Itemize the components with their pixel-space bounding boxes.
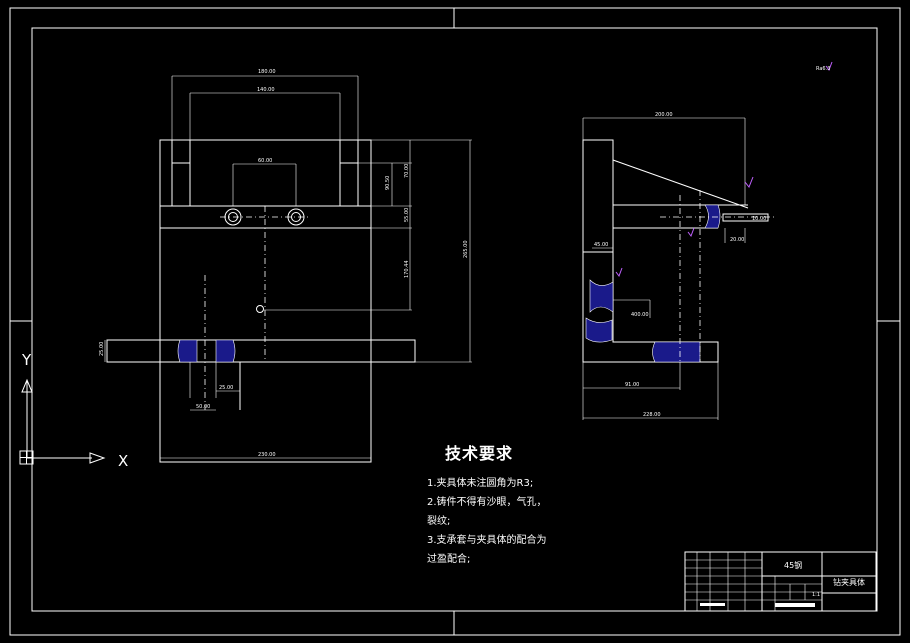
ucs-icon: Y X <box>19 351 128 470</box>
tech-req-line-4: 3.支承套与夹具体的配合为 <box>427 535 547 546</box>
dim-400: 400.00 <box>631 312 649 318</box>
dim-180: 180.00 <box>258 69 276 75</box>
side-view-dim-texts: 200.00 45.00 20.00 400.00 91.00 228.00 1… <box>594 66 830 418</box>
dim-170: 170.44 <box>404 261 410 279</box>
dim-90: 90.50 <box>385 176 391 190</box>
roughness-marks <box>615 61 833 278</box>
title-block-part-name: 钻夹具体 <box>833 578 865 587</box>
dim-20: 20.00 <box>730 237 744 243</box>
dim-25b: 25.00 <box>219 385 233 391</box>
tech-req-line-5: 过盈配合; <box>427 554 471 565</box>
technical-requirements: 技术要求 1.夹具体未注圆角为R3; 2.铸件不得有沙眼，气孔， 裂纹; 3.支… <box>427 440 677 569</box>
title-block-scale: 1:1 <box>812 592 821 598</box>
dim-10: 10.00 <box>752 216 766 222</box>
ucs-x-label: X <box>118 452 128 470</box>
dim-45: 45.00 <box>594 242 608 248</box>
side-view <box>582 61 833 420</box>
roughness-label: Ra6.3 <box>816 66 830 72</box>
dim-50: 50.00 <box>196 404 210 410</box>
front-view-dim-texts: 180.00 140.00 60.00 90.50 70.00 55.00 17… <box>99 69 469 458</box>
centering-marks <box>10 8 900 635</box>
dim-70: 70.00 <box>404 164 410 178</box>
dim-140: 140.00 <box>257 87 275 93</box>
ucs-y-label: Y <box>21 351 32 369</box>
dim-91: 91.00 <box>625 382 639 388</box>
dim-55: 55.00 <box>404 208 410 222</box>
dim-265: 265.00 <box>463 241 469 259</box>
tech-req-title: 技术要求 <box>445 444 514 463</box>
front-view <box>104 75 472 463</box>
dim-25a: 25.00 <box>99 342 105 356</box>
dim-228: 228.00 <box>643 412 661 418</box>
dim-230: 230.00 <box>258 452 276 458</box>
tech-req-line-2: 2.铸件不得有沙眼，气孔， <box>427 497 547 508</box>
dim-60: 60.00 <box>258 158 272 164</box>
tech-req-line-1: 1.夹具体未注圆角为R3; <box>427 478 534 489</box>
tech-req-line-3: 裂纹; <box>427 516 451 527</box>
title-block <box>684 551 877 612</box>
dim-200: 200.00 <box>655 112 673 118</box>
title-block-material: 45钢 <box>784 561 803 570</box>
